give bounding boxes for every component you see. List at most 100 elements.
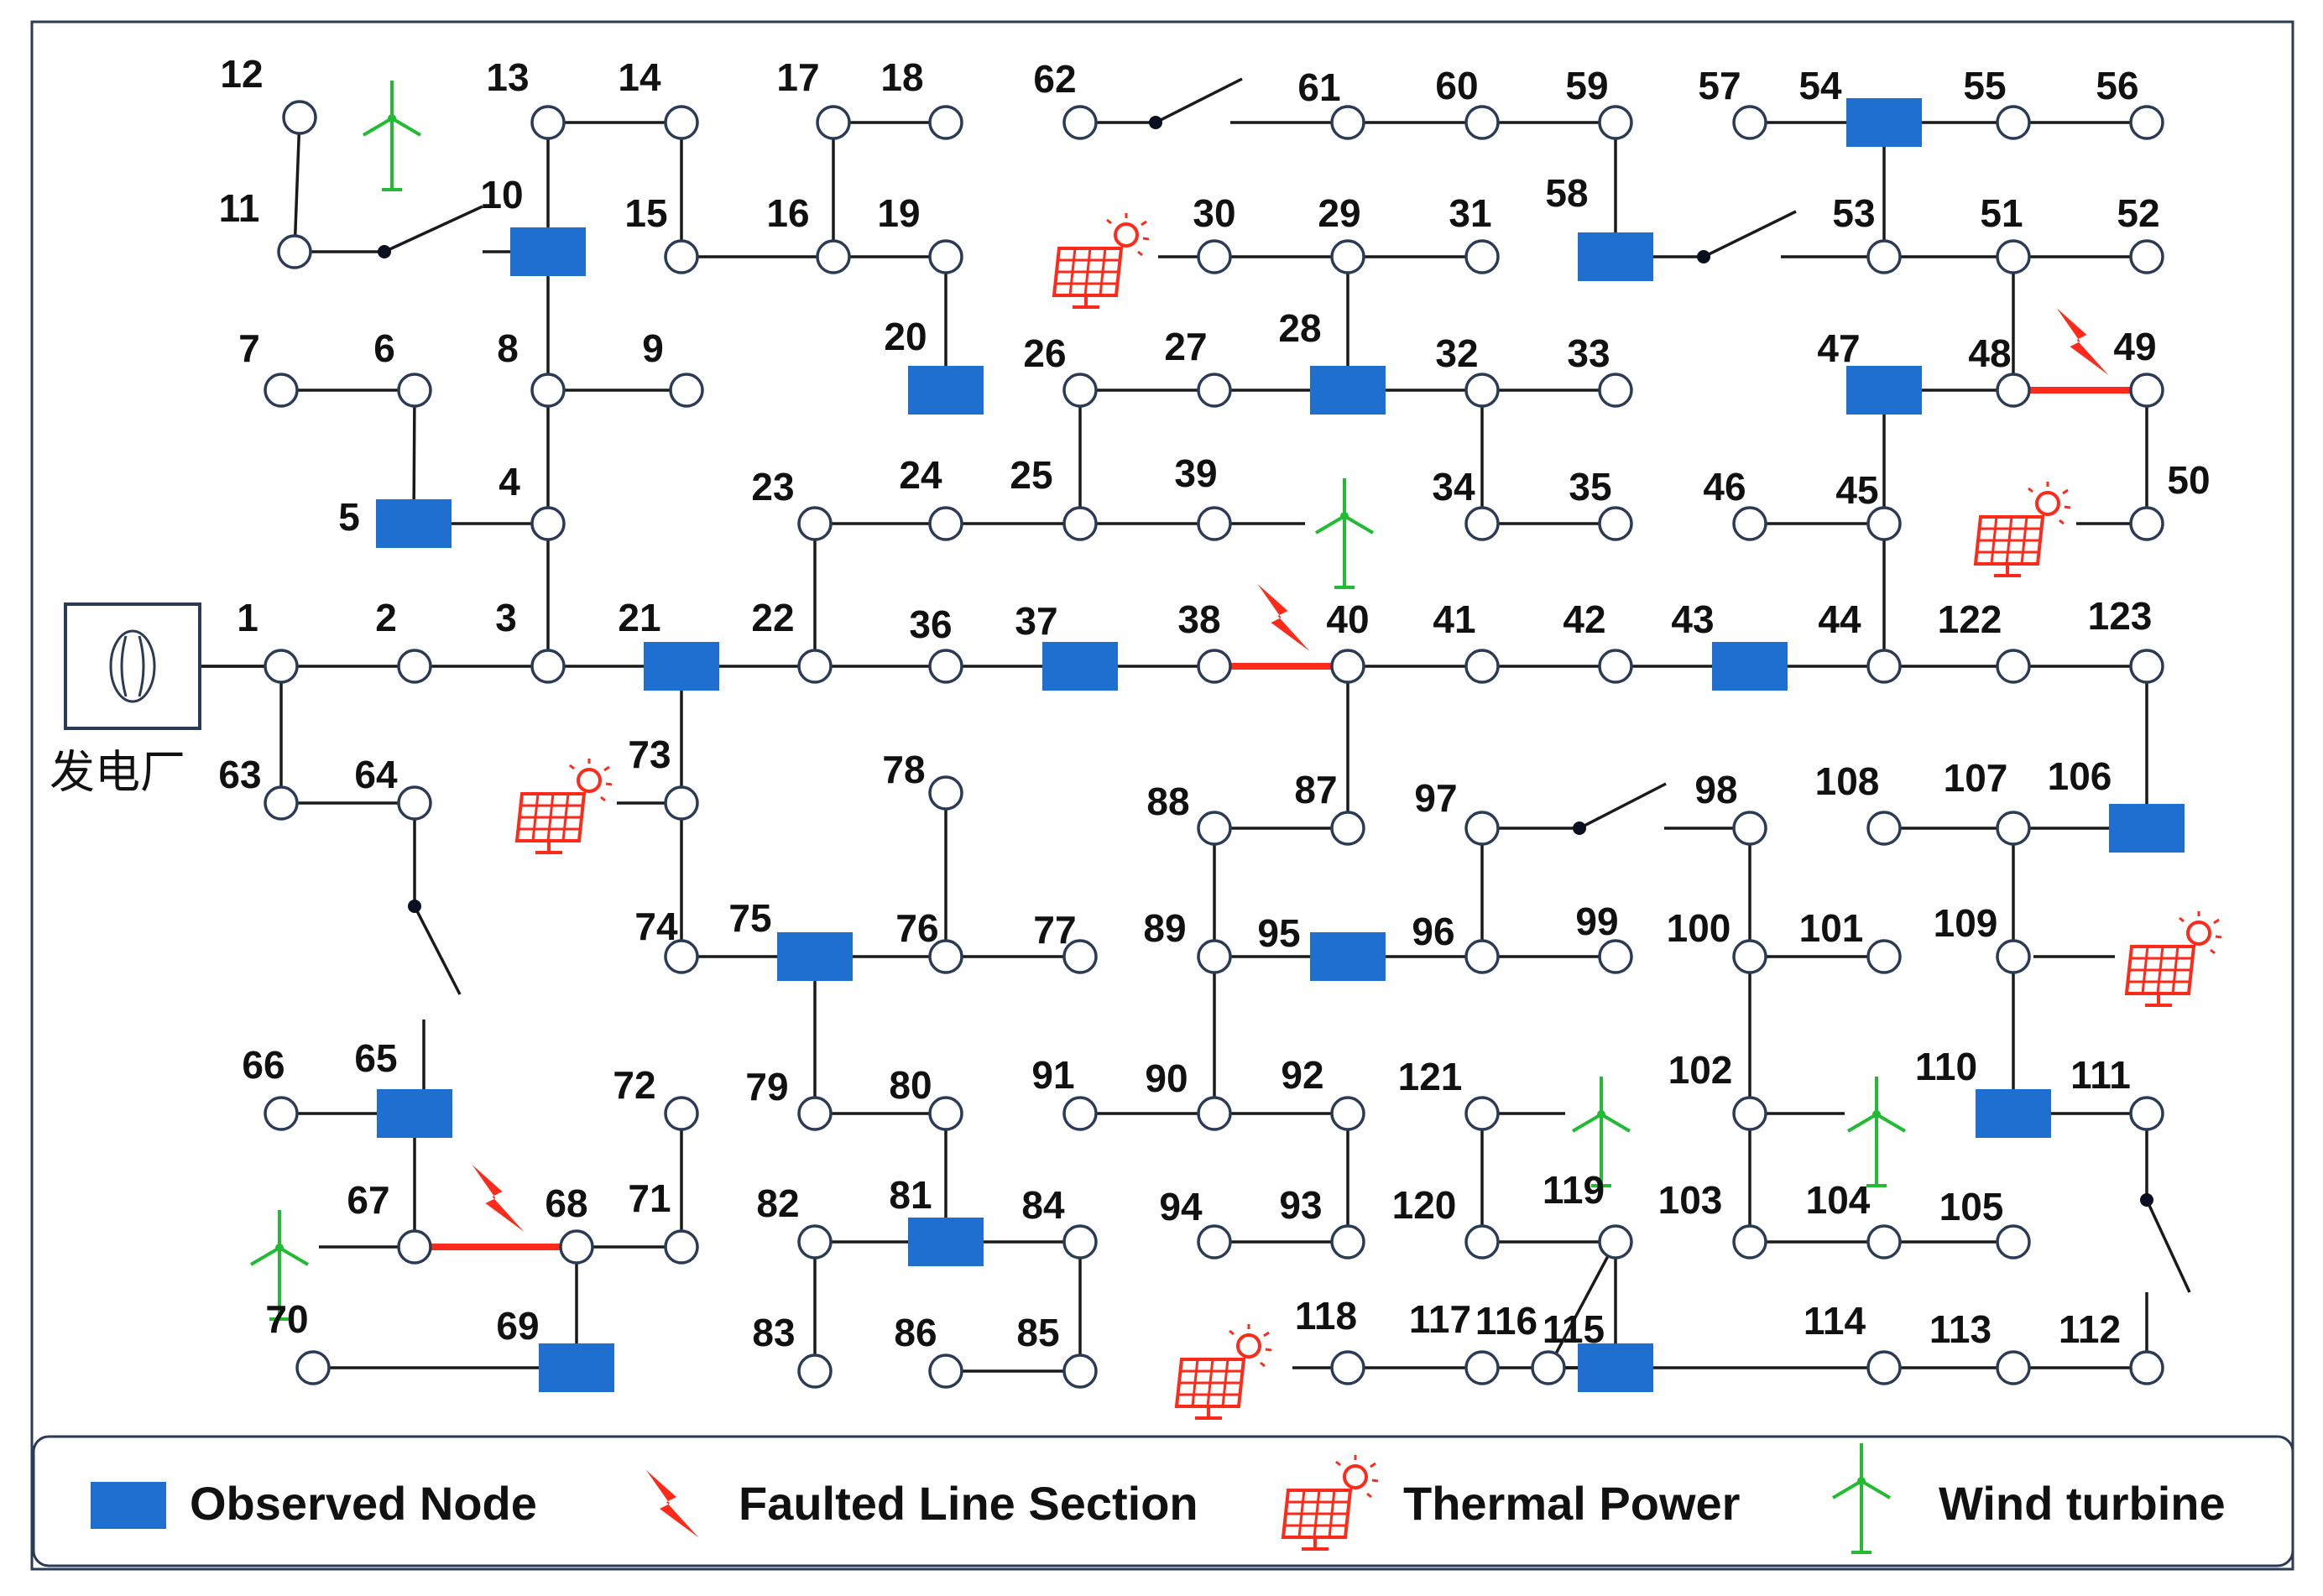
switch bbox=[2140, 1193, 2191, 1293]
node-label-91: 91 bbox=[1031, 1053, 1074, 1097]
bus-node-87 bbox=[1330, 811, 1365, 846]
bus-node-19 bbox=[928, 239, 963, 274]
legend-observed-label: Observed Node bbox=[190, 1477, 537, 1530]
node-label-39: 39 bbox=[1174, 451, 1217, 495]
bus-node-72 bbox=[664, 1096, 699, 1131]
node-label-109: 109 bbox=[1934, 901, 1998, 945]
node-label-71: 71 bbox=[628, 1176, 671, 1220]
node-label-40: 40 bbox=[1326, 597, 1369, 641]
node-label-107: 107 bbox=[1944, 756, 2008, 800]
node-label-89: 89 bbox=[1143, 906, 1186, 950]
node-label-34: 34 bbox=[1432, 465, 1475, 509]
bus-node-13 bbox=[530, 105, 566, 140]
node-label-87: 87 bbox=[1294, 768, 1337, 811]
node-label-116: 116 bbox=[1475, 1299, 1537, 1343]
bus-node-53 bbox=[1866, 239, 1902, 274]
bus-node-97 bbox=[1464, 811, 1500, 846]
bus-node-44 bbox=[1866, 649, 1902, 684]
node-label-69: 69 bbox=[496, 1304, 539, 1348]
bus-node-45 bbox=[1866, 506, 1902, 541]
node-label-41: 41 bbox=[1433, 597, 1475, 641]
bus-node-112 bbox=[2129, 1350, 2164, 1385]
observed-node-81 bbox=[908, 1218, 984, 1266]
bus-node-22 bbox=[797, 649, 833, 684]
observed-node-95 bbox=[1310, 932, 1386, 981]
node-label-42: 42 bbox=[1563, 597, 1605, 641]
node-label-47: 47 bbox=[1817, 326, 1860, 370]
bus-node-118 bbox=[1330, 1350, 1365, 1385]
bus-node-111 bbox=[2129, 1096, 2164, 1131]
node-label-105: 105 bbox=[1939, 1185, 2004, 1228]
bus-node-12 bbox=[282, 100, 317, 135]
node-label-14: 14 bbox=[618, 55, 661, 99]
node-label-98: 98 bbox=[1694, 768, 1737, 811]
node-label-83: 83 bbox=[752, 1311, 795, 1354]
legend-box bbox=[32, 1435, 2294, 1567]
bus-node-27 bbox=[1197, 373, 1232, 408]
node-label-115: 115 bbox=[1543, 1307, 1605, 1351]
node-label-92: 92 bbox=[1281, 1053, 1323, 1097]
faulted-line-sections bbox=[415, 308, 2147, 1250]
node-label-123: 123 bbox=[2088, 594, 2153, 638]
observed-node-20 bbox=[908, 366, 984, 415]
bus-node-31 bbox=[1464, 239, 1500, 274]
node-label-70: 70 bbox=[265, 1297, 308, 1341]
observed-node-58 bbox=[1578, 232, 1653, 281]
bus-node-51 bbox=[1996, 239, 2031, 274]
bus-node-104 bbox=[1866, 1224, 1902, 1260]
node-label-112: 112 bbox=[2059, 1307, 2121, 1351]
observed-node-106 bbox=[2109, 804, 2185, 853]
node-label-5: 5 bbox=[338, 495, 360, 539]
line-section-116-119 bbox=[1547, 1241, 1617, 1369]
node-label-114: 114 bbox=[1804, 1299, 1866, 1343]
bus-node-25 bbox=[1062, 506, 1098, 541]
node-label-117: 117 bbox=[1409, 1297, 1471, 1341]
node-label-2: 2 bbox=[375, 596, 397, 639]
node-label-96: 96 bbox=[1412, 910, 1454, 953]
legend-wind-label: Wind turbine bbox=[1939, 1477, 2226, 1530]
bus-node-116 bbox=[1531, 1350, 1566, 1385]
node-label-102: 102 bbox=[1668, 1048, 1733, 1092]
observed-node-5 bbox=[376, 499, 452, 548]
node-label-66: 66 bbox=[242, 1043, 285, 1087]
observed-node-47 bbox=[1846, 366, 1922, 415]
observed-node-75 bbox=[777, 932, 853, 981]
node-label-74: 74 bbox=[634, 905, 678, 948]
node-label-120: 120 bbox=[1392, 1183, 1457, 1227]
bus-node-57 bbox=[1732, 105, 1767, 140]
node-label-31: 31 bbox=[1449, 191, 1491, 235]
bus-node-36 bbox=[928, 649, 963, 684]
node-label-35: 35 bbox=[1569, 465, 1611, 509]
bus-node-2 bbox=[397, 649, 432, 684]
bus-node-101 bbox=[1866, 939, 1902, 974]
bus-node-63 bbox=[264, 785, 299, 821]
node-label-84: 84 bbox=[1021, 1183, 1065, 1227]
node-label-103: 103 bbox=[1658, 1178, 1723, 1222]
node-label-80: 80 bbox=[889, 1063, 932, 1107]
node-label-7: 7 bbox=[238, 326, 260, 370]
node-label-72: 72 bbox=[613, 1063, 655, 1107]
legend: Observed Node Faulted Line Section Therm… bbox=[32, 1435, 2294, 1567]
node-label-45: 45 bbox=[1835, 468, 1878, 512]
bus-node-107 bbox=[1996, 811, 2031, 846]
node-label-51: 51 bbox=[1980, 191, 2023, 235]
node-label-79: 79 bbox=[745, 1065, 788, 1108]
bus-node-70 bbox=[295, 1350, 331, 1385]
switch-pivot bbox=[408, 900, 421, 913]
bus-node-122 bbox=[1996, 649, 2031, 684]
bus-node-8 bbox=[530, 373, 566, 408]
node-label-53: 53 bbox=[1832, 191, 1875, 235]
bus-node-71 bbox=[664, 1229, 699, 1265]
bus-node-60 bbox=[1464, 105, 1500, 140]
node-label-17: 17 bbox=[776, 55, 819, 99]
node-label-76: 76 bbox=[895, 906, 938, 950]
bus-node-24 bbox=[928, 506, 963, 541]
bus-node-103 bbox=[1732, 1224, 1767, 1260]
bus-node-92 bbox=[1330, 1096, 1365, 1131]
node-label-57: 57 bbox=[1698, 64, 1741, 107]
bus-node-99 bbox=[1598, 939, 1633, 974]
node-label-122: 122 bbox=[1938, 597, 2002, 641]
node-label-27: 27 bbox=[1164, 325, 1207, 368]
node-label-90: 90 bbox=[1145, 1056, 1188, 1100]
